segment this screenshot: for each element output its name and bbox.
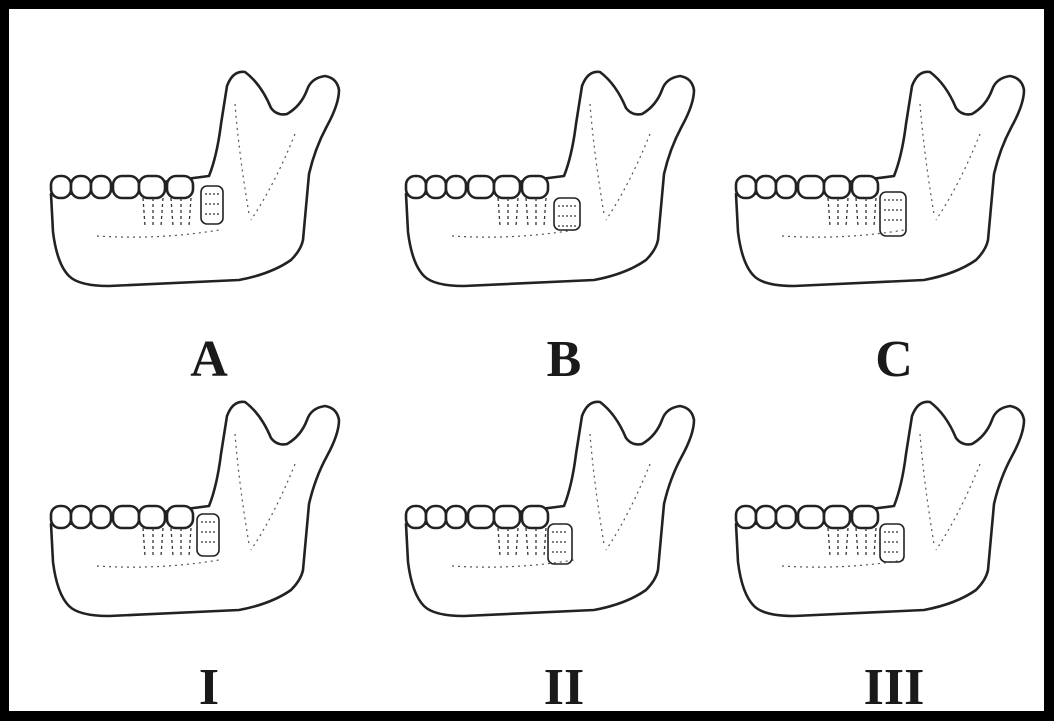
tooth-crown bbox=[798, 176, 824, 198]
tooth-crown bbox=[522, 176, 548, 198]
panel-c: C bbox=[724, 64, 1054, 384]
tooth-crown bbox=[113, 506, 139, 528]
tooth-crown bbox=[71, 176, 91, 198]
tooth-crown bbox=[167, 506, 193, 528]
panel-label-ii: II bbox=[394, 662, 734, 714]
tooth-crown bbox=[776, 176, 796, 198]
panel-a: A bbox=[39, 64, 379, 384]
tooth-crown bbox=[776, 506, 796, 528]
tooth-crown bbox=[139, 176, 165, 198]
tooth-crown bbox=[406, 506, 426, 528]
tooth-crown bbox=[824, 506, 850, 528]
tooth-crown bbox=[426, 506, 446, 528]
tooth-crown bbox=[522, 506, 548, 528]
tooth-crown bbox=[468, 176, 494, 198]
tooth-crown bbox=[852, 176, 878, 198]
tooth-crown bbox=[406, 176, 426, 198]
tooth-crown bbox=[91, 176, 111, 198]
tooth-crown bbox=[139, 506, 165, 528]
tooth-crown bbox=[736, 176, 756, 198]
tooth-crown bbox=[167, 176, 193, 198]
panel-label-a: A bbox=[39, 334, 379, 386]
tooth-crown bbox=[51, 506, 71, 528]
panel-i: I bbox=[39, 394, 379, 714]
tooth-crown bbox=[852, 506, 878, 528]
tooth-crown bbox=[756, 176, 776, 198]
tooth-crown bbox=[446, 506, 466, 528]
tooth-crown bbox=[824, 176, 850, 198]
tooth-crown bbox=[51, 176, 71, 198]
tooth-crown bbox=[494, 176, 520, 198]
panel-label-iii: III bbox=[724, 662, 1054, 714]
panel-label-c: C bbox=[724, 334, 1054, 386]
tooth-crown bbox=[736, 506, 756, 528]
mandible-drawing-c bbox=[724, 64, 1054, 324]
tooth-crown bbox=[468, 506, 494, 528]
tooth-crown bbox=[756, 506, 776, 528]
mandible-drawing-a bbox=[39, 64, 379, 324]
panel-label-b: B bbox=[394, 334, 734, 386]
tooth-crown bbox=[426, 176, 446, 198]
mandible-drawing-iii bbox=[724, 394, 1054, 654]
tooth-crown bbox=[798, 506, 824, 528]
tooth-crown bbox=[91, 506, 111, 528]
tooth-crown bbox=[71, 506, 91, 528]
tooth-crown bbox=[494, 506, 520, 528]
tooth-crown bbox=[446, 176, 466, 198]
mandible-drawing-ii bbox=[394, 394, 734, 654]
panel-iii: III bbox=[724, 394, 1054, 714]
mandible-drawing-b bbox=[394, 64, 734, 324]
mandible-drawing-i bbox=[39, 394, 379, 654]
tooth-crown bbox=[113, 176, 139, 198]
panel-b: B bbox=[394, 64, 734, 384]
panel-ii: II bbox=[394, 394, 734, 714]
panel-label-i: I bbox=[39, 662, 379, 714]
